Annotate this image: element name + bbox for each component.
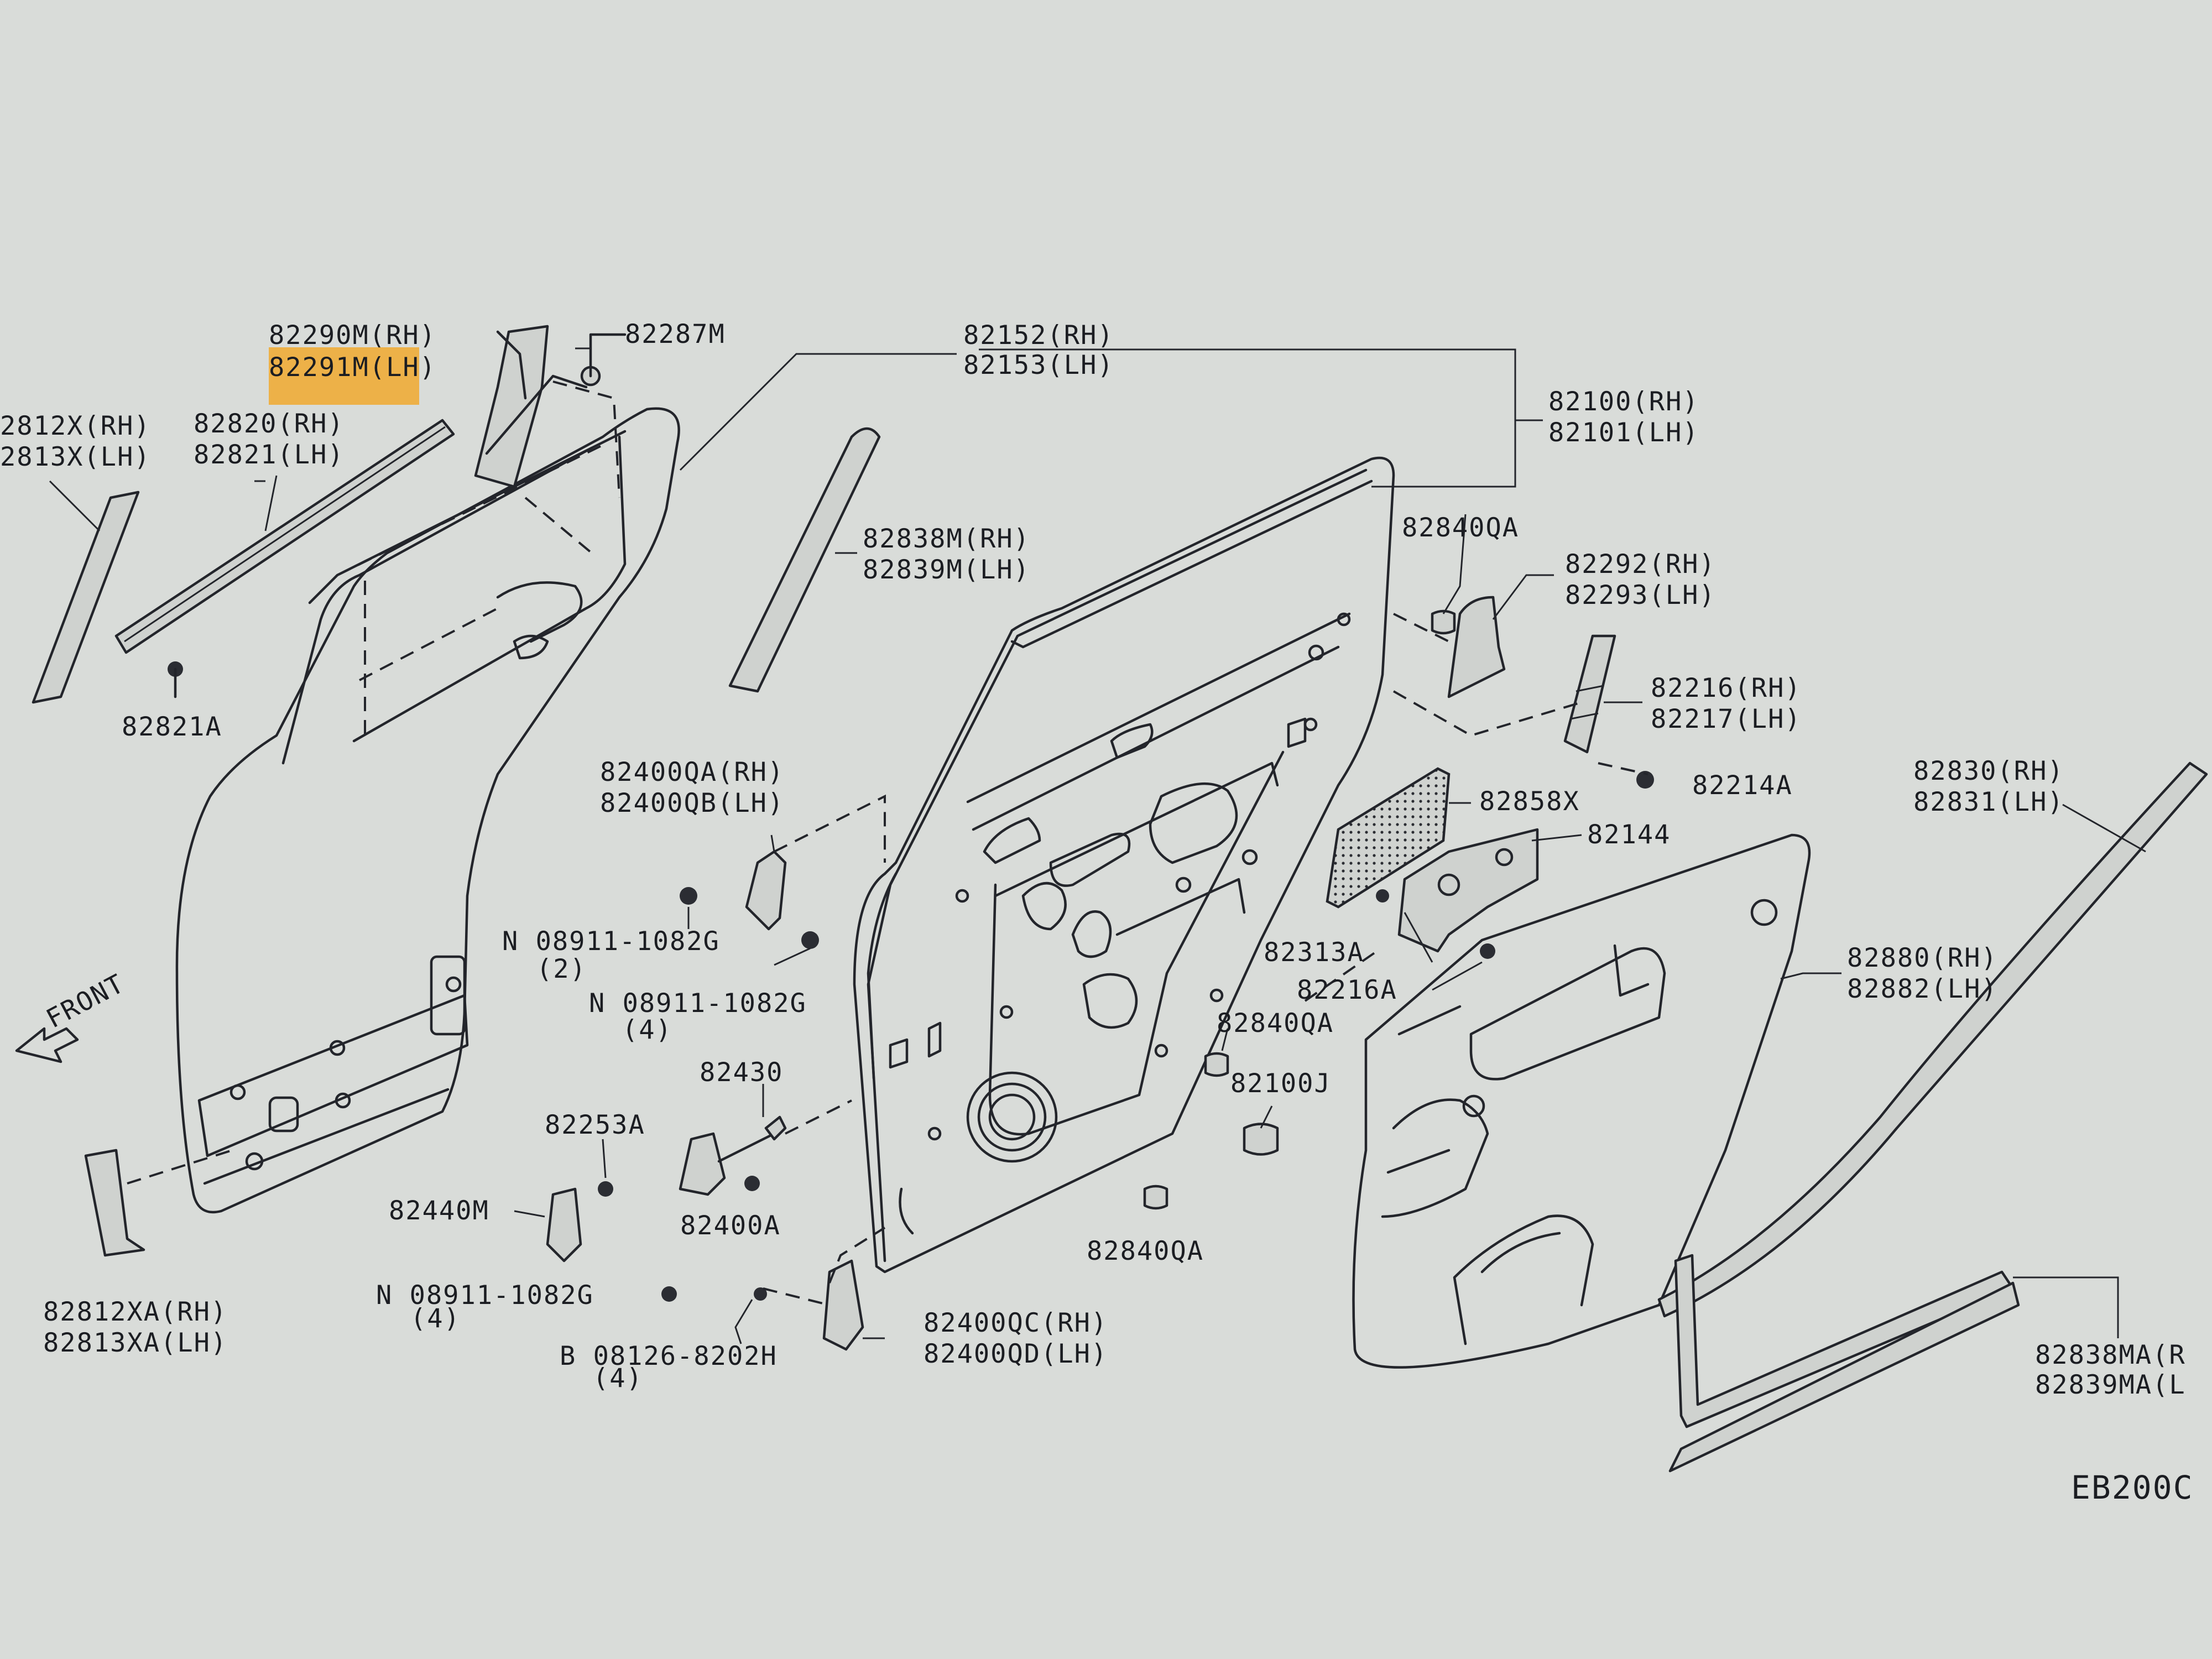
label-82821a: 82821A xyxy=(122,712,222,742)
guide-line xyxy=(524,497,593,554)
label-82840qa-2: 82840QA xyxy=(1217,1008,1334,1039)
bolt-icon xyxy=(754,1287,767,1301)
door-trim-panel xyxy=(1352,833,1811,1369)
bolt-icon xyxy=(661,1286,677,1302)
guide-line xyxy=(359,607,498,681)
front-label: FRONT xyxy=(41,968,130,1035)
label-bolt-3-qty: (4) xyxy=(410,1303,461,1334)
diagram-code: EB200C xyxy=(2071,1469,2194,1506)
label-82216a: 82216A xyxy=(1297,975,1397,1005)
guide-line xyxy=(337,441,609,576)
garnish-lower-part xyxy=(84,1149,145,1257)
hinge-lower xyxy=(822,1259,864,1351)
label-82838ma: 82838MA(R xyxy=(2035,1340,2186,1370)
channel-82216 xyxy=(1563,634,1616,754)
plug-82840qa-2 xyxy=(1204,1052,1229,1077)
label-82840qa-3: 82840QA xyxy=(1087,1236,1204,1266)
label-82292: 82292(RH) xyxy=(1565,549,1716,580)
label-bolt-4: B 08126-8202H xyxy=(560,1341,778,1371)
label-82291m: 82291M(LH) xyxy=(269,352,436,383)
label-82293: 82293(LH) xyxy=(1565,580,1716,611)
plug-82840qa-1 xyxy=(1431,609,1456,635)
plug-82840qa-3 xyxy=(1143,1185,1168,1210)
label-2812x: 2812X(RH) xyxy=(0,411,151,441)
label-82840qa-1: 82840QA xyxy=(1402,513,1519,543)
label-82838m: 82838M(RH) xyxy=(863,524,1030,554)
hinge-upper xyxy=(745,850,787,931)
bumper-82100j xyxy=(1243,1123,1279,1156)
label-82882: 82882(LH) xyxy=(1847,974,1998,1004)
inner-door-panel xyxy=(853,456,1395,1274)
label-82100: 82100(RH) xyxy=(1548,387,1699,417)
label-82858x: 82858X xyxy=(1479,786,1580,817)
lock-82144 xyxy=(1397,828,1539,953)
label-bolt-4-qty: (4) xyxy=(593,1363,643,1394)
label-82217: 82217(LH) xyxy=(1651,704,1802,734)
label-bolt-2: N 08911-1082G xyxy=(589,988,807,1019)
label-82400a: 82400A xyxy=(680,1211,781,1241)
bolt-icon xyxy=(801,931,819,949)
front-arrow-icon xyxy=(15,1027,79,1063)
striker-82440m xyxy=(546,1187,582,1262)
label-82214a: 82214A xyxy=(1692,770,1793,801)
label-82101: 82101(LH) xyxy=(1548,418,1699,448)
label-82831: 82831(LH) xyxy=(1913,787,2064,817)
sash-seal xyxy=(728,427,881,693)
label-82152: 82152(RH) xyxy=(963,320,1114,351)
label-82400qd: 82400QD(LH) xyxy=(924,1339,1108,1369)
sash-part xyxy=(474,325,549,488)
label-82830: 82830(RH) xyxy=(1913,756,2064,786)
label-82820: 82820(RH) xyxy=(194,409,345,439)
bracket-82292 xyxy=(1447,596,1506,698)
label-82144: 82144 xyxy=(1587,820,1671,850)
label-bolt-1-qty: (2) xyxy=(536,954,587,984)
label-82400qa: 82400QA(RH) xyxy=(600,757,784,787)
highlight-82291m xyxy=(269,347,419,405)
label-bolt-2-qty: (4) xyxy=(622,1015,672,1045)
label-82287m: 82287M xyxy=(625,319,726,349)
label-82839m: 82839M(LH) xyxy=(863,555,1030,585)
label-82839ma: 82839MA(L xyxy=(2035,1370,2186,1400)
label-82880: 82880(RH) xyxy=(1847,943,1998,973)
clip-82214a-icon xyxy=(1636,771,1654,789)
label-bolt-1: N 08911-1082G xyxy=(502,926,720,957)
label-82813xa: 82813XA(LH) xyxy=(43,1328,227,1358)
seal-lower-part xyxy=(1674,1254,2015,1428)
label-82440m: 82440M xyxy=(389,1196,489,1226)
label-82812xa: 82812XA(RH) xyxy=(43,1297,227,1327)
label-bolt-3: N 08911-1082G xyxy=(376,1280,594,1311)
label-82153: 82153(LH) xyxy=(963,350,1114,380)
label-82290m: 82290M(RH) xyxy=(269,320,436,351)
label-82313a: 82313A xyxy=(1264,937,1364,968)
clip-82253a-icon xyxy=(598,1181,613,1197)
label-82430: 82430 xyxy=(700,1057,783,1088)
label-82821: 82821(LH) xyxy=(194,440,345,470)
seal-lower-strip xyxy=(1668,1281,2020,1473)
guide-line xyxy=(552,380,620,498)
label-82216: 82216(RH) xyxy=(1651,673,1802,703)
garnish-part xyxy=(32,491,140,704)
weatherstrip-82830 xyxy=(1657,761,2208,1318)
label-82100j: 82100J xyxy=(1230,1068,1331,1099)
check-link-82430 xyxy=(679,1132,726,1196)
label-82400qc: 82400QC(RH) xyxy=(924,1308,1108,1338)
label-82253a: 82253A xyxy=(545,1110,645,1140)
screen-82858x xyxy=(1326,767,1451,909)
label-2813x: 2813X(LH) xyxy=(0,442,151,472)
bolt-icon xyxy=(680,887,697,905)
label-82400qb: 82400QB(LH) xyxy=(600,788,784,818)
